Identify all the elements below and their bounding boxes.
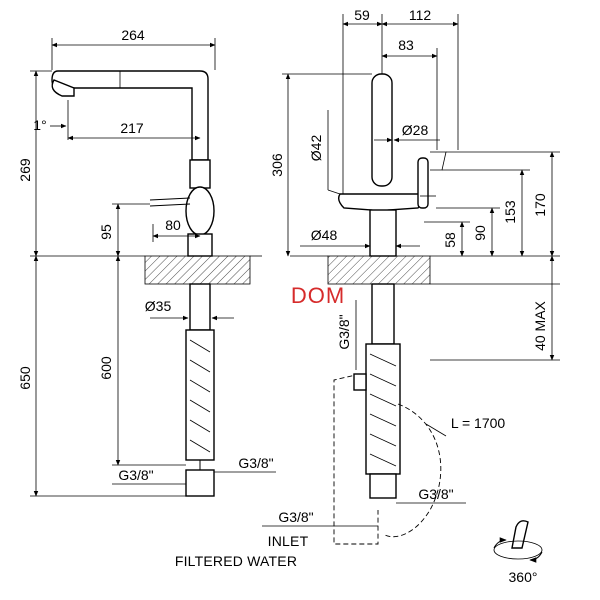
- dim-90: 90: [472, 225, 488, 241]
- front-shank: [371, 283, 395, 345]
- dim-40max: 40 MAX: [532, 300, 548, 350]
- dim-112: 112: [409, 7, 432, 23]
- dim-306: 306: [269, 153, 285, 177]
- side-base: [187, 233, 213, 257]
- dim-59: 59: [354, 7, 370, 23]
- side-thread-right: G3/8": [238, 455, 273, 471]
- dim-d48: Ø48: [311, 227, 338, 243]
- front-connectors: [369, 473, 397, 499]
- side-thread-left: G3/8": [118, 467, 153, 483]
- front-countertop: [327, 255, 431, 285]
- front-thread-inlet: G3/8": [278, 509, 313, 525]
- side-mixer-body: [185, 186, 215, 236]
- filtered-water-label: FILTERED WATER: [175, 553, 297, 569]
- side-spout: [51, 70, 209, 161]
- dim-83: 83: [398, 37, 414, 53]
- dim-angle: 1°: [33, 117, 46, 133]
- rotation-handle-icon: [511, 520, 529, 549]
- front-thread-outlet: G3/8": [418, 486, 453, 502]
- side-hoses: [185, 329, 215, 461]
- front-handle: [417, 157, 429, 209]
- dim-600: 600: [98, 356, 114, 380]
- dim-269: 269: [17, 158, 33, 182]
- dim-58: 58: [442, 232, 458, 248]
- dim-217: 217: [120, 120, 144, 136]
- side-shank: [189, 283, 211, 331]
- dim-650: 650: [17, 366, 33, 390]
- rotation-symbol: 360°: [493, 520, 543, 585]
- dim-d35: Ø35: [145, 298, 172, 314]
- side-spray-head: [51, 79, 75, 97]
- dim-95: 95: [98, 224, 114, 240]
- side-view: 264 217 1° 269 650 95 80 Ø35 600: [17, 27, 276, 497]
- side-upper-body: [189, 159, 211, 189]
- dim-153: 153: [502, 200, 518, 224]
- dim-170: 170: [532, 193, 548, 217]
- front-spout: [371, 73, 393, 187]
- dim-80: 80: [165, 217, 181, 233]
- front-view: 59 112 83 306 Ø42 Ø28 Ø48 170 153 90: [175, 7, 560, 569]
- dim-d42: Ø42: [308, 135, 324, 162]
- dim-264: 264: [121, 27, 145, 43]
- dim-d28: Ø28: [402, 122, 429, 138]
- front-filter-valve: [353, 373, 367, 391]
- brand-logo: DOM: [291, 283, 345, 308]
- dim-hose-length: L = 1700: [451, 415, 506, 431]
- front-shank-thread: G3/8": [336, 314, 352, 349]
- inlet-label: INLET: [268, 533, 309, 549]
- rotation-label: 360°: [509, 569, 538, 585]
- front-base: [369, 209, 397, 257]
- side-countertop: [144, 255, 251, 285]
- side-connectors: [185, 469, 215, 497]
